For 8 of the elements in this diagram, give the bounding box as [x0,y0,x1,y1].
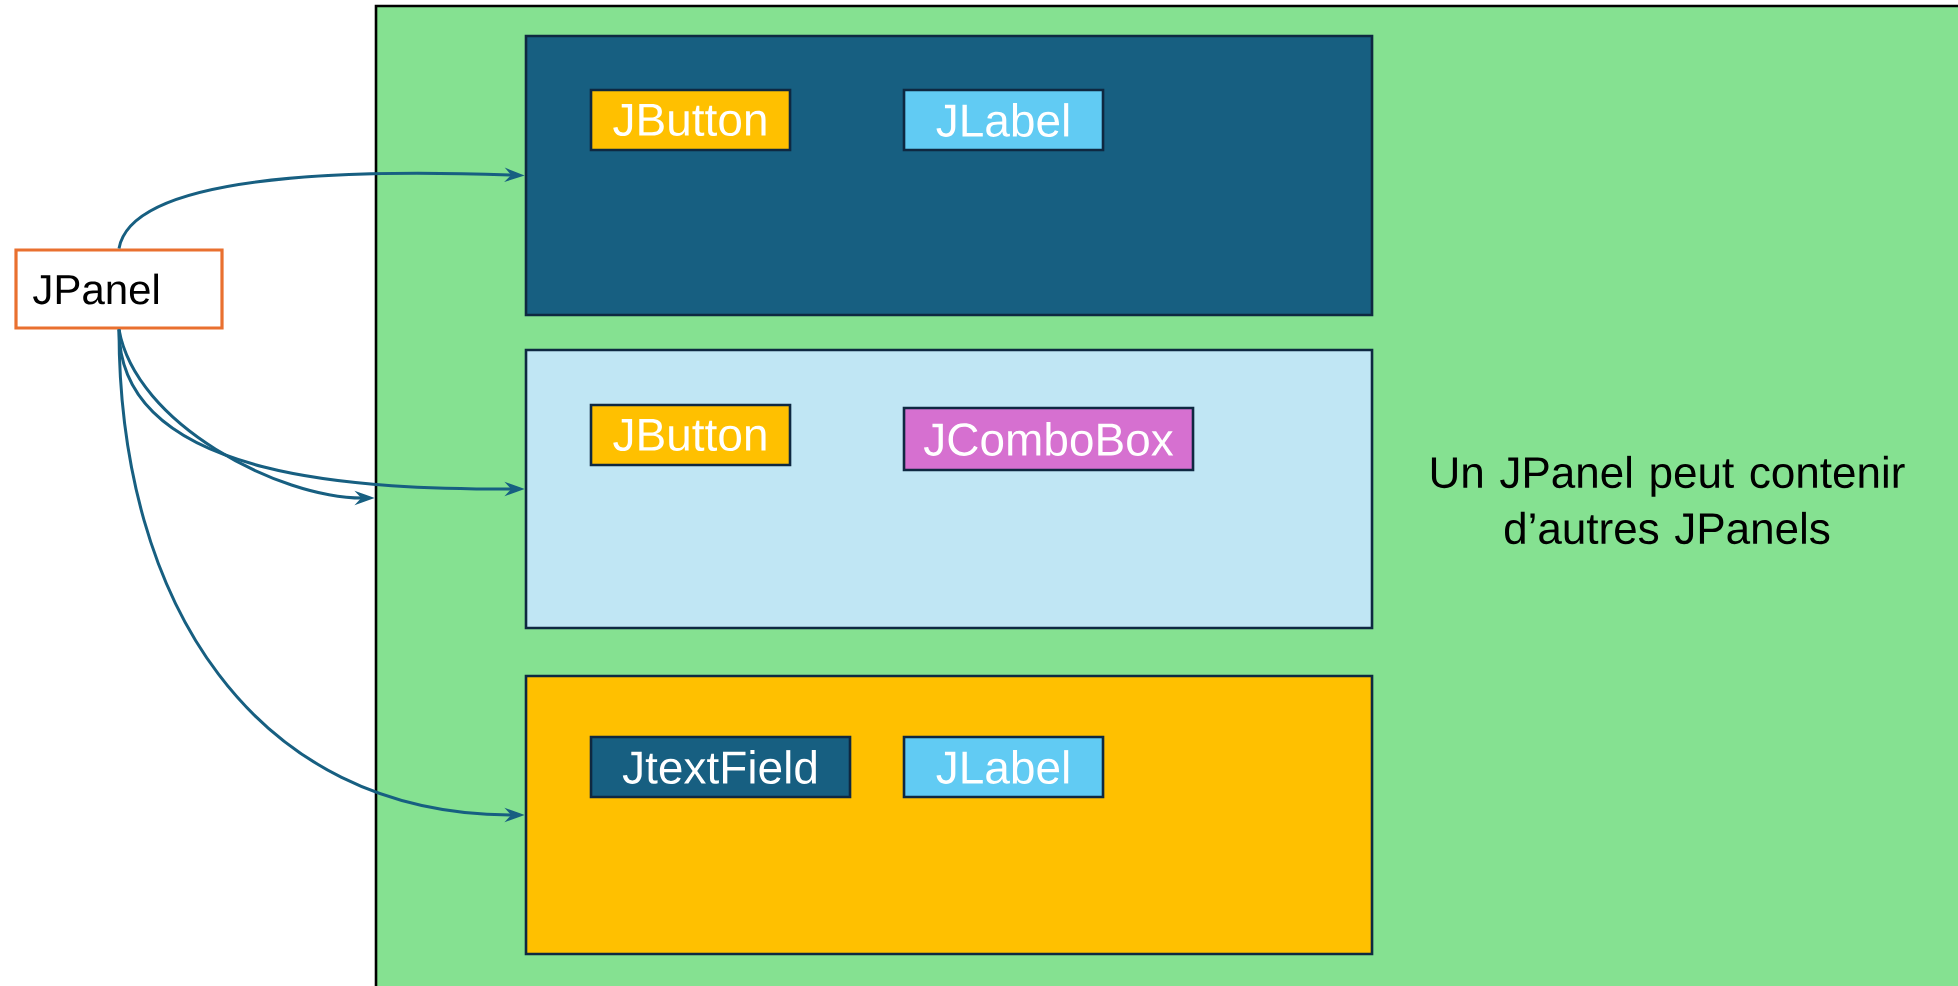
component-box: JPanel [14,248,224,330]
component-box: JButton [589,403,792,467]
component-box: JtextField [589,735,852,799]
component-box: JButton [589,88,792,152]
component-box: JLabel [902,88,1105,152]
component-box: JLabel [902,735,1105,799]
panel [524,34,1374,317]
component-box: JComboBox [902,406,1195,472]
